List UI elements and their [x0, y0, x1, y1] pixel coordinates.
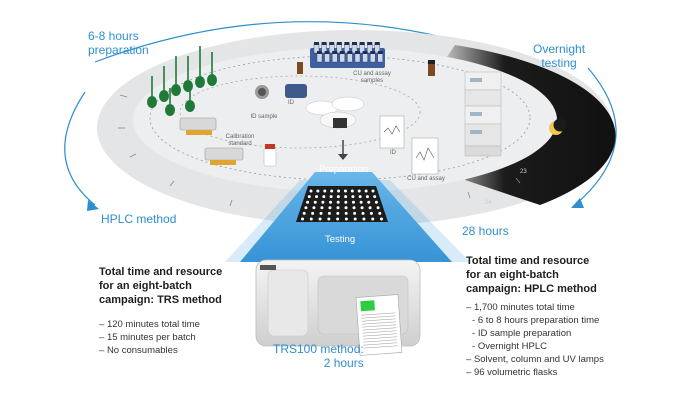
hplc-instrument-icon — [464, 71, 502, 157]
overnight-label: Overnight testing — [533, 42, 586, 70]
list-item: – Solvent, column and UV lamps — [466, 354, 604, 365]
id-label: ID — [288, 100, 294, 106]
well-plate-icon — [296, 186, 388, 222]
calibration-standard-label: Calibration standard — [225, 134, 255, 147]
list-item: – 1,700 minutes total time — [466, 302, 575, 313]
clock-ticks — [118, 94, 521, 207]
trs-result-label: TRS100 method: 2 hours — [273, 342, 364, 370]
outer-arc-left — [64, 91, 96, 206]
arrowhead-left — [87, 200, 99, 211]
id-sample-label: ID sample — [250, 114, 278, 120]
preparation-label: Preparation — [319, 164, 369, 175]
id-device-icon — [255, 84, 307, 99]
dotted-path-inner — [179, 75, 421, 149]
hplc-panel-title: Total time and resource for an eight-bat… — [466, 255, 597, 295]
list-item: – 96 volumetric flasks — [466, 367, 558, 378]
trs-report-icon — [355, 294, 403, 356]
prep-time-label: 6-8 hours preparation — [88, 29, 149, 57]
testing-label: Testing — [325, 234, 356, 245]
trs-panel-title: Total time and resource for an eight-bat… — [99, 266, 223, 306]
vial-icons — [297, 60, 435, 76]
volumetric-flask-icon — [147, 46, 217, 116]
list-item: – No consumables — [99, 345, 178, 356]
hplc-panel-list: – 1,700 minutes total time - 6 to 8 hour… — [466, 301, 604, 379]
list-item: - ID sample preparation — [472, 328, 572, 339]
list-item: – 120 minutes total time — [99, 319, 200, 330]
outer-arc-right — [574, 67, 617, 206]
report-icon — [379, 115, 439, 175]
moon-icon — [549, 118, 567, 135]
balance-icon — [179, 117, 244, 165]
sample-rack-icon — [310, 42, 385, 68]
cu-assay-samples-label: CU and assay samples — [353, 71, 391, 84]
list-item: – 15 minutes per batch — [99, 332, 196, 343]
calibration-bottle-icon — [263, 144, 277, 167]
sample-cups — [305, 96, 365, 129]
svg-text:23: 23 — [520, 169, 527, 175]
id-report-label: ID — [390, 150, 396, 156]
hours-28-label: 28 hours — [462, 224, 509, 238]
trs-panel-list: – 120 minutes total time – 15 minutes pe… — [99, 318, 200, 357]
list-item: - 6 to 8 hours preparation time — [472, 315, 600, 326]
hplc-method-label: HPLC method — [101, 212, 177, 226]
list-item: - Overnight HPLC — [472, 341, 547, 352]
svg-text:24: 24 — [485, 200, 492, 206]
cu-assay-report-label: CU and assay — [407, 176, 445, 182]
arrowhead-right — [571, 198, 584, 208]
